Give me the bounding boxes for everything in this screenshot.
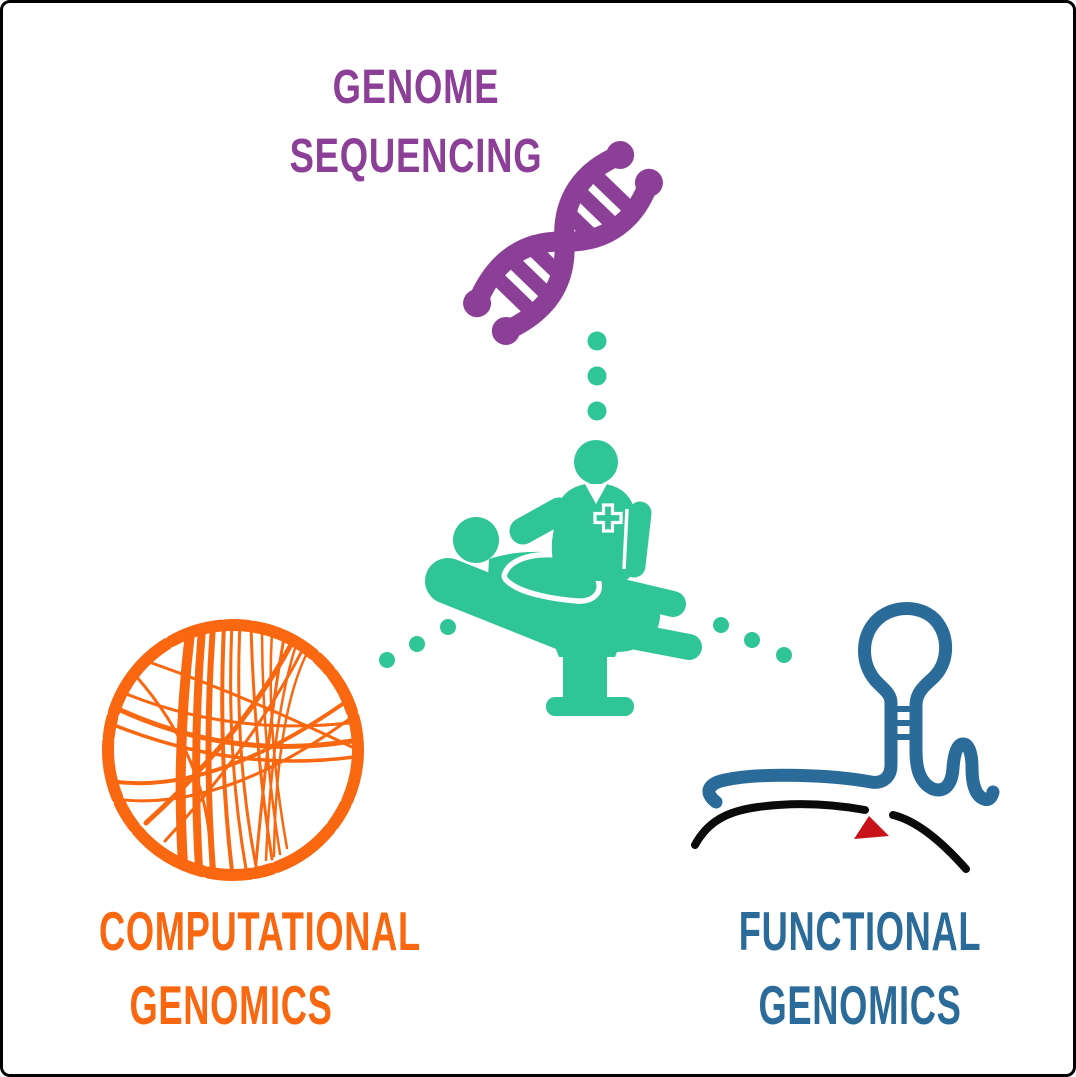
- patient-leg: [597, 576, 686, 617]
- label-genome-sequencing: GENOME SEQUENCING: [279, 53, 553, 191]
- guide-rna-strand: [702, 602, 1000, 809]
- circos-chords: [112, 621, 356, 874]
- medical-cross-icon: [593, 503, 623, 533]
- rna-hairpin-icon: [691, 602, 1000, 873]
- doctor-patient-icon: [425, 440, 702, 716]
- dotted-connector-left: [379, 619, 456, 668]
- label-line: GENOME: [332, 61, 500, 114]
- label-functional-genomics: FUNCTIONAL GENOMICS: [728, 894, 992, 1042]
- label-computational-genomics: COMPUTATIONAL GENOMICS: [99, 894, 421, 1042]
- dna-target-strand: [691, 800, 869, 849]
- dna-strand-caps: [463, 141, 663, 345]
- patient-leg: [593, 618, 702, 660]
- doctor-arm-examining: [509, 497, 573, 545]
- dna-strand: [467, 172, 659, 314]
- label-line: FUNCTIONAL: [738, 900, 982, 962]
- label-line: GENOMICS: [758, 974, 962, 1036]
- label-line: COMPUTATIONAL: [99, 900, 421, 962]
- cut-site-triangle-icon: [854, 816, 889, 839]
- dna-helix-icon: [463, 141, 663, 345]
- dna-rungs: [491, 170, 635, 316]
- doctor-arm-separator: [622, 508, 629, 570]
- circos-plot-icon: [102, 619, 364, 881]
- chair-base: [546, 697, 634, 716]
- label-line: GENOMICS: [129, 974, 333, 1036]
- dotted-connector-top: [587, 331, 607, 421]
- dotted-connector-right: [713, 617, 792, 663]
- dna-target-strand: [889, 811, 970, 873]
- doctor-arm-side: [622, 501, 652, 578]
- diagram-artwork: [102, 141, 1000, 881]
- label-line: SEQUENCING: [289, 130, 543, 183]
- doctor-collar-notch: [585, 484, 607, 504]
- patient-head: [453, 517, 499, 563]
- rna-stem-rungs: [893, 706, 914, 740]
- doctor-head: [574, 440, 618, 484]
- chair-pedestal: [563, 651, 607, 703]
- doctor-torso: [551, 483, 640, 581]
